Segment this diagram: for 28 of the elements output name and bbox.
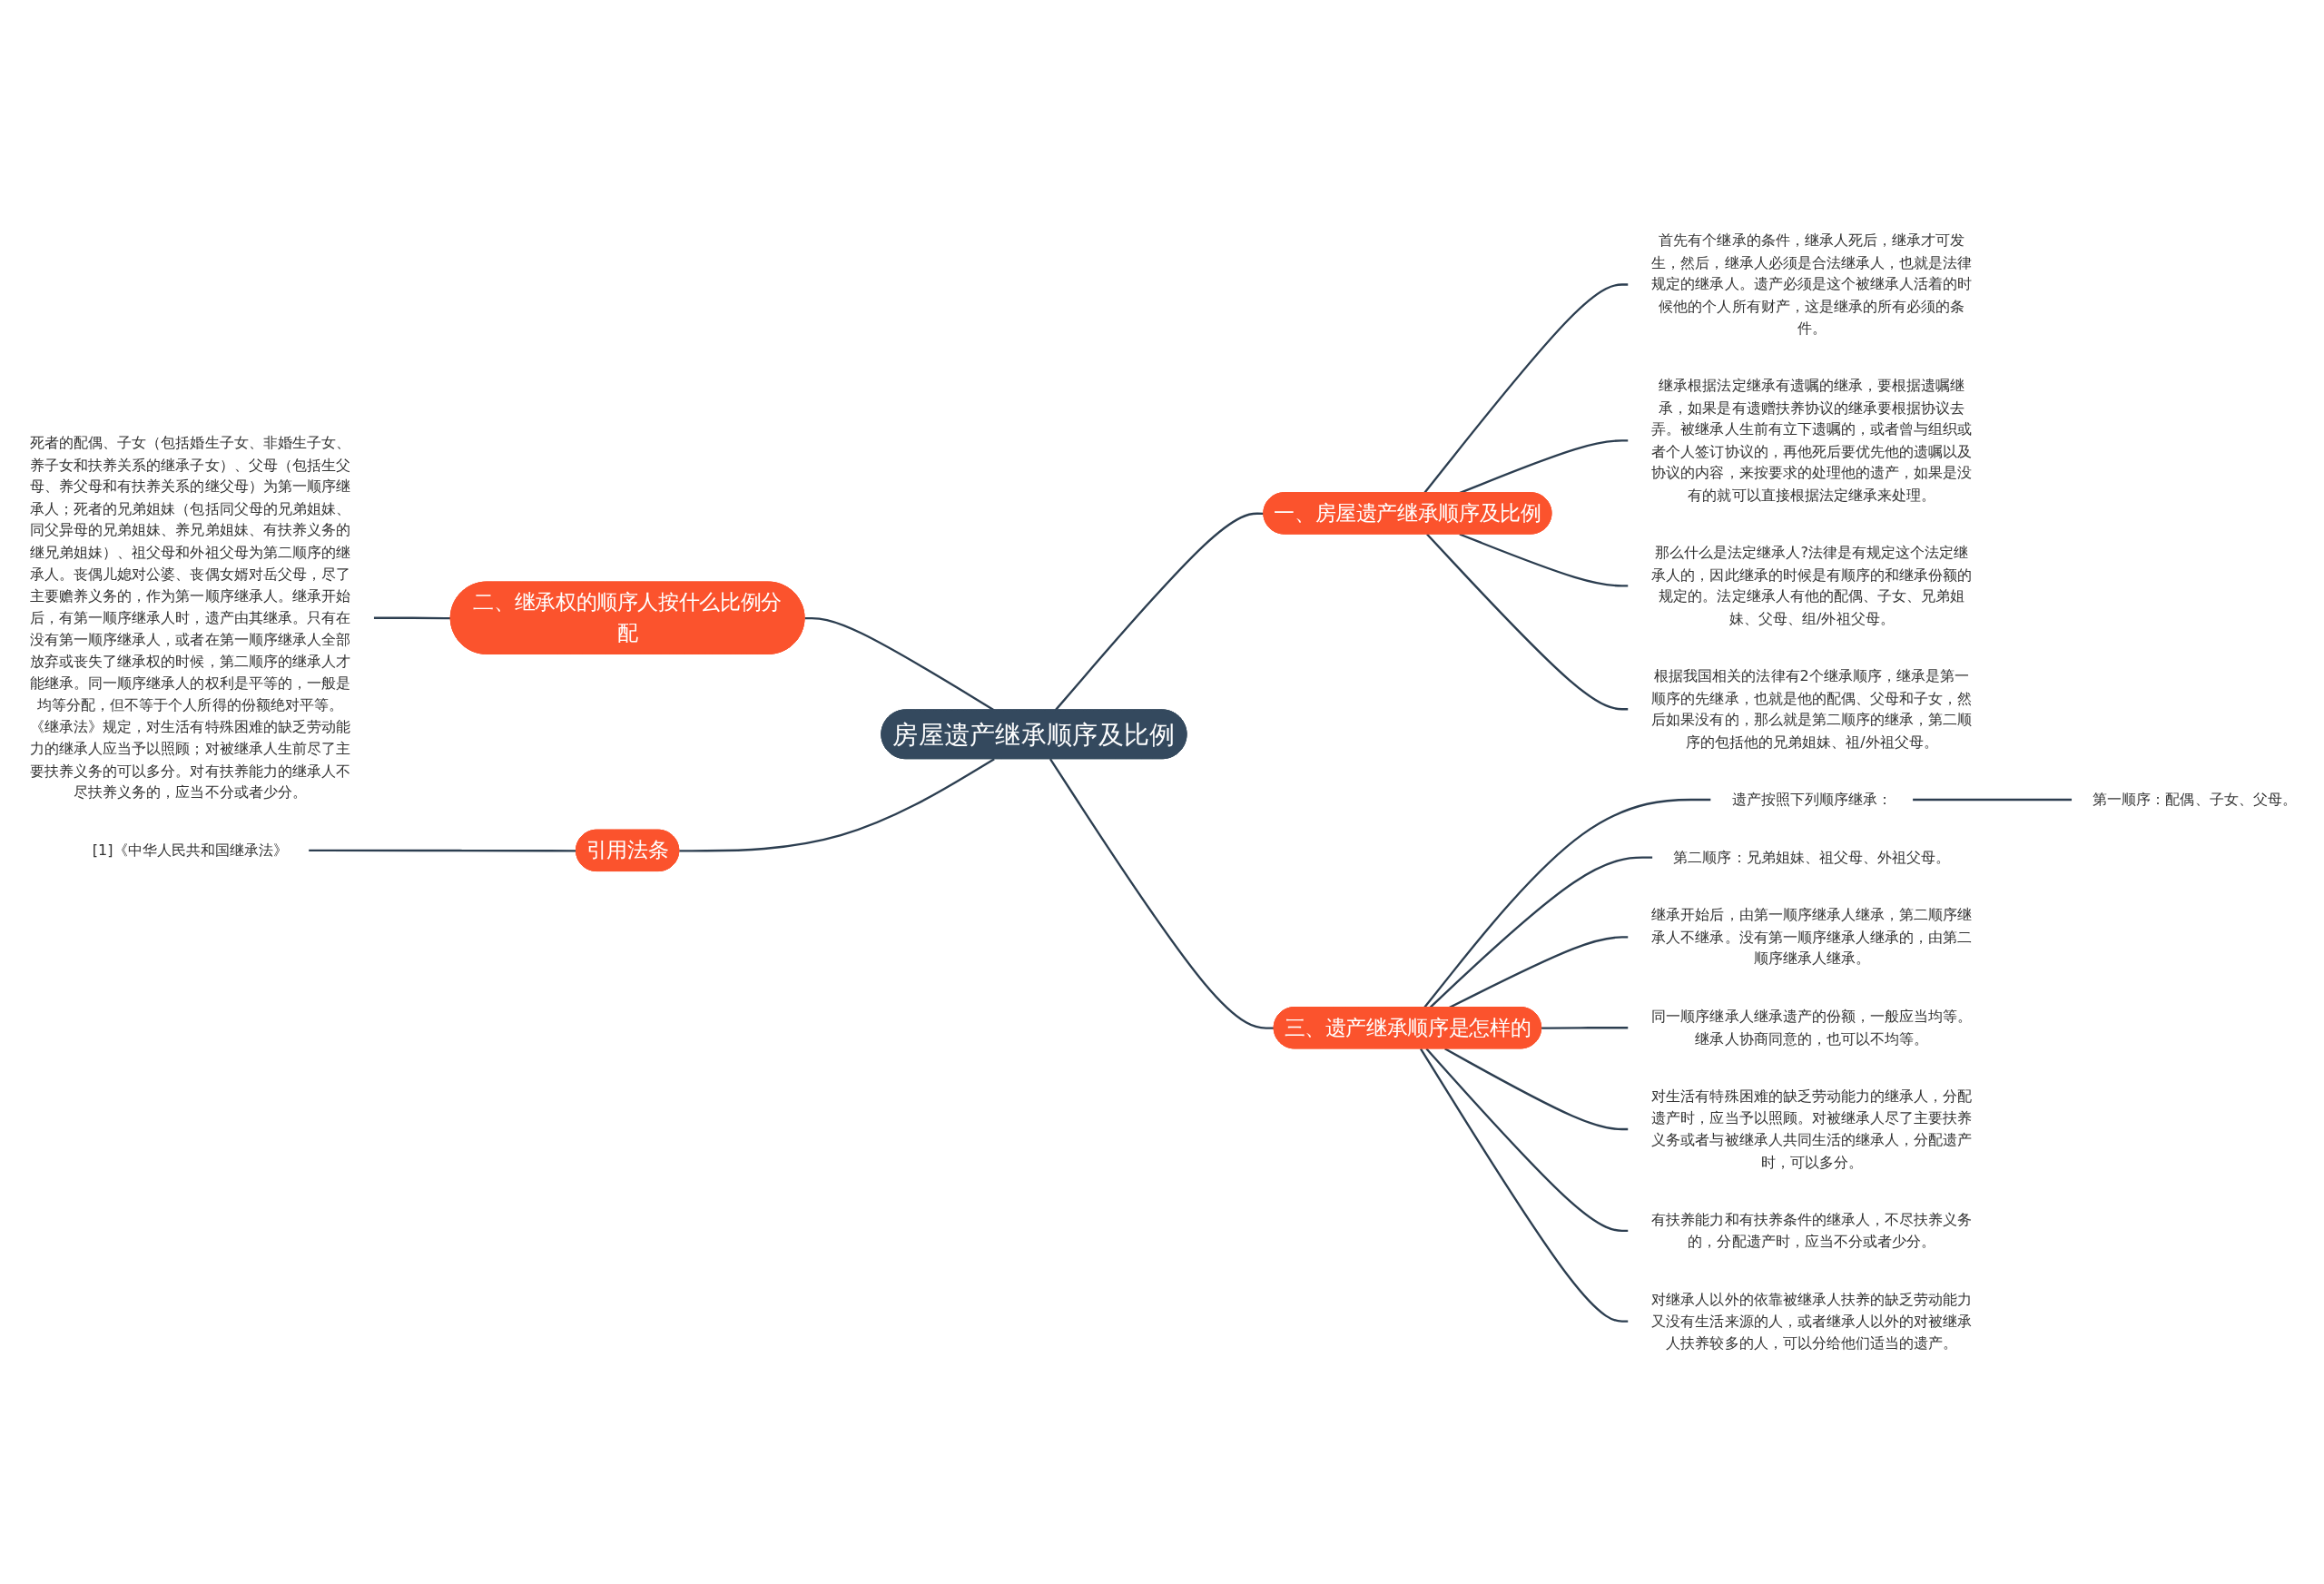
- connector: [1423, 798, 1711, 1008]
- connector: [1419, 1048, 1629, 1323]
- connector: [1459, 533, 1629, 587]
- node-text: 遗产按照下列顺序继承：: [1731, 790, 1892, 808]
- connector: [1444, 1048, 1629, 1131]
- connector: [1425, 1048, 1629, 1232]
- connector: [1912, 798, 2073, 802]
- connector: [679, 758, 995, 852]
- connector: [1541, 1027, 1629, 1029]
- connector: [308, 849, 576, 852]
- node-text: 继承开始后，由第一顺序继承人继承，第二顺序继承人不继承。没有第一顺序继承人继承的，由第二顺序继承人继承。: [1651, 906, 1973, 968]
- node-text: 同一顺序继承人继承遗产的份额，一般应当均等。继承人协商同意的，也可以不均等。: [1651, 1008, 1973, 1047]
- node-text: [1]《中华人民共和国继承法》: [92, 841, 289, 859]
- node-text: 对生活有特殊困难的缺乏劳动能力的继承人，分配遗产时，应当予以照顾。对被继承人尽了主要扶养义务或者与被继承人共同生活的继承人，分配遗产时，可以多分。: [1651, 1087, 1973, 1170]
- connector: [1423, 283, 1629, 494]
- connector: [1426, 533, 1629, 711]
- node-text: 继承根据法定继承有遗嘱的继承，要根据遗嘱继承，如果是有遗赠扶养协议的继承要根据协议去弄。被继承人生前有立下遗嘱的，或者曾与组织或者个人签订协议的，再他死后要优先他的遗嘱以及协议的内容，来按要求的处理他的遗产，如果是没有的就可以直接根据法定继承来处理。: [1651, 377, 1973, 504]
- connector: [373, 616, 451, 620]
- node-text: 那么什么是法定继承人?法律是有规定这个法定继承人的，因此继承的时候是有顺序的和继承份额的规定的。法定继承人有他的配偶、子女、兄弟姐妹、父母、组/外祖父母。: [1651, 544, 1973, 627]
- node-text: 死者的配偶、子女（包括婚生子女、非婚生子女、养子女和扶养关系的继承子女）、父母（包括生父母、养父母和有扶养关系的继父母）为第一顺序继承人；死者的兄弟姐妹（包括同父母的兄弟姐妹、同父异母的兄弟姐妹、养兄弟姐妹、有扶养义务的继兄弟姐妹）、祖父母和外祖父母为第二顺序的继承人。丧偶儿媳对公婆、丧偶女婿对岳父母，尽了主要赡养义务的，作为第一顺序继承人。继承开始后，有第一顺序继承人时，遗产由其继承。只有在没有第一顺序继承人，或者在第一顺序继承人全部放弃或丧失了继承权的时候，第二顺序的继承人才能继承。同一顺序继承人的权利是平等的，一般是均等分配，但不等于个人所得的份额绝对平等。《继承法》规定，对生活有特殊困难的缺乏劳动能力的继承人应当予以照顾；对被继承人生前尽了主要扶养义务的可以多分。对有扶养能力的继承人不尽扶养义务的，应当不分或者少分。: [30, 434, 350, 801]
- connector: [1429, 856, 1653, 1008]
- connector: [1049, 758, 1275, 1029]
- node-text: 第一顺序：配偶、子女、父母。: [2093, 790, 2297, 808]
- node-text: 有扶养能力和有扶养条件的继承人，不尽扶养义务的，分配遗产时，应当不分或者少分。: [1651, 1210, 1973, 1250]
- node-text: 对继承人以外的依靠被继承人扶养的缺乏劳动能力又没有生活来源的人，或者继承人以外的对被继承人扶养较多的人，可以分给他们适当的遗产。: [1651, 1290, 1973, 1352]
- node-text: 根据我国相关的法律有2个继承顺序，继承是第一顺序的先继承，也就是他的配偶、父母和子女，然后如果没有的，那么就是第二顺序的继承，第二顺序的包括他的兄弟姐妹、祖/外祖父母。: [1651, 666, 1973, 751]
- node-text: 首先有个继承的条件，继承人死后，继承才可发生，然后，继承人必须是合法继承人，也就是法律规定的继承人。遗产必须是这个被继承人活着的时候他的个人所有财产，这是继承的所有必须的条件。: [1651, 231, 1973, 337]
- node-text: 第二顺序：兄弟姐妹、祖父母、外祖父母。: [1673, 848, 1951, 866]
